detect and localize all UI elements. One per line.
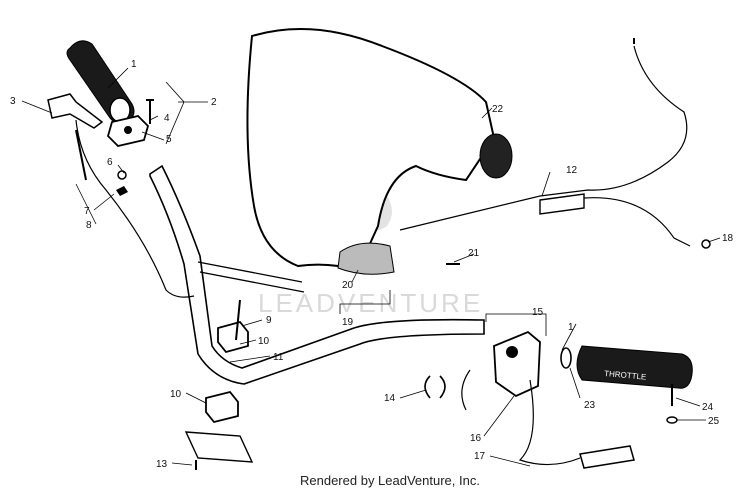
callout-11: 11	[273, 352, 284, 363]
throttle-housing	[493, 330, 541, 398]
leader-lines	[21, 67, 721, 467]
callout-10-lower: 10	[170, 389, 182, 400]
watermark-text: LEADVENTURE	[258, 288, 483, 318]
callout-14: 14	[384, 393, 396, 404]
handlebar-pad	[246, 27, 513, 275]
callout-4: 4	[164, 113, 170, 124]
right-grip-body	[576, 345, 693, 389]
callout-21: 21	[468, 248, 480, 259]
cable-main	[399, 45, 688, 231]
lower-clamp	[205, 390, 239, 424]
tether-strap	[579, 445, 635, 469]
callout-23: 23	[584, 400, 596, 411]
render-credit: Rendered by LeadVenture, Inc.	[300, 473, 480, 488]
callout-17: 17	[474, 451, 486, 462]
callout-19: 19	[342, 317, 354, 328]
callout-24: 24	[702, 402, 714, 413]
housing-wire	[461, 369, 471, 411]
nut-7	[116, 186, 128, 196]
clamp-hole	[124, 126, 132, 134]
right-grip-label: THROTTLE	[604, 369, 647, 382]
callout-1-left: 1	[131, 59, 137, 70]
callout-20: 20	[342, 280, 354, 291]
callout-8: 8	[86, 220, 92, 231]
handlebar	[149, 164, 485, 385]
cable-junction	[539, 193, 585, 215]
callout-16: 16	[470, 433, 482, 444]
callout-5: 5	[166, 134, 172, 145]
throttle-cable	[399, 38, 711, 249]
callout-12: 12	[566, 165, 578, 176]
upper-clamp	[217, 320, 249, 354]
nut-25	[666, 416, 678, 424]
callout-15: 15	[532, 307, 544, 318]
cable-end-8	[75, 129, 87, 181]
callout-13: 13	[156, 459, 168, 470]
left-cable	[75, 119, 195, 298]
cable-branch	[583, 197, 691, 247]
callout-18: 18	[722, 233, 734, 244]
crossbar	[197, 261, 305, 293]
snap-ring	[424, 375, 446, 399]
handlebar-tube	[149, 164, 485, 385]
callout-7: 7	[84, 206, 90, 217]
mount-plate	[184, 431, 254, 463]
callout-25: 25	[708, 416, 720, 427]
callout-22: 22	[492, 104, 504, 115]
washer-23	[560, 347, 572, 369]
callout-1-right: 1	[568, 322, 574, 333]
callout-6: 6	[107, 157, 113, 168]
right-grip: THROTTLE	[576, 345, 693, 389]
left-grip	[66, 40, 135, 124]
washer-18	[701, 239, 711, 249]
pad-outline	[246, 27, 496, 272]
washer-6	[117, 170, 127, 180]
callout-10-upper: 10	[258, 336, 270, 347]
callouts: 1 2 3 4 5 6 7 8 9 10 10 11 12 13 14 15 1…	[10, 59, 734, 470]
housing-hole	[506, 346, 518, 358]
pad-foam	[337, 242, 395, 275]
bolt-9	[235, 299, 241, 341]
pad-end-opening	[479, 133, 513, 179]
callout-2: 2	[211, 97, 217, 108]
lever-bracket	[47, 93, 104, 129]
tether-cord	[518, 379, 581, 466]
callout-3: 3	[10, 96, 16, 107]
callout-9: 9	[266, 315, 272, 326]
screw-4	[146, 99, 154, 124]
